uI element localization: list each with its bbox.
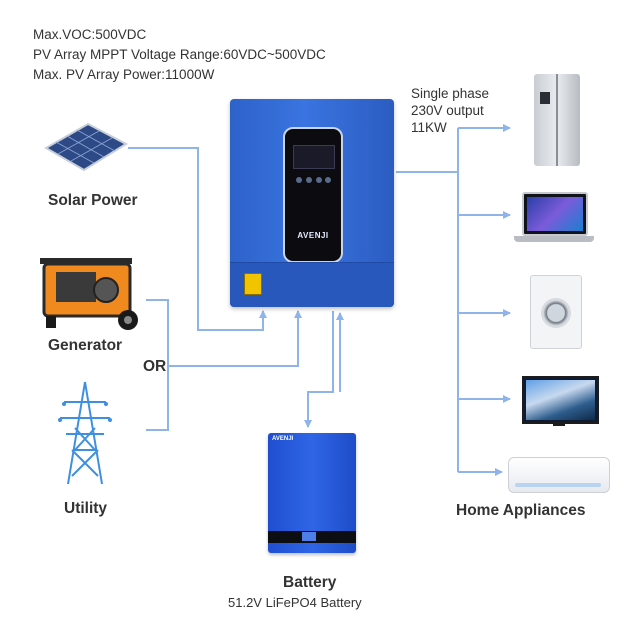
spec-max-voc: Max.VOC:500VDC — [33, 27, 147, 42]
output-phase: Single phase — [411, 86, 490, 101]
laptop-base — [514, 236, 594, 242]
utility-label: Utility — [64, 500, 108, 517]
generator-label: Generator — [48, 337, 123, 354]
pylon-icon — [58, 381, 112, 485]
inverter-screen — [293, 145, 335, 169]
battery-lcd — [302, 532, 316, 541]
battery-logo: AVENJI — [272, 436, 294, 442]
inverter-logo: AVENJI — [297, 231, 329, 240]
output-power: 11KW — [411, 120, 447, 135]
washer-icon — [530, 275, 582, 349]
warning-label-icon — [244, 273, 262, 295]
battery-display-band — [268, 531, 356, 543]
tv-stand — [553, 422, 565, 426]
solar-power-label: Solar Power — [48, 192, 138, 209]
battery-subtitle: 51.2V LiFePO4 Battery — [228, 595, 362, 610]
generator-icon — [40, 258, 138, 330]
inverter-display-panel: AVENJI — [283, 127, 343, 263]
spec-mppt-range: PV Array MPPT Voltage Range:60VDC~500VDC — [33, 47, 326, 62]
spec-max-pv-power: Max. PV Array Power:11000W — [33, 67, 215, 82]
solar-panel-icon — [43, 122, 129, 172]
inverter-buttons — [296, 177, 331, 183]
tv-icon — [522, 376, 599, 424]
inverter-base — [230, 262, 394, 307]
output-spec: Single phase 230V output 11KW — [411, 85, 489, 136]
laptop-icon — [522, 192, 588, 236]
battery-title: Battery — [283, 574, 337, 591]
battery-unit: AVENJI — [268, 433, 356, 553]
home-appliances-label: Home Appliances — [456, 502, 586, 519]
fridge-icon — [534, 74, 580, 166]
output-voltage: 230V output — [411, 103, 484, 118]
air-conditioner-icon — [508, 457, 610, 493]
inverter-unit: AVENJI — [230, 99, 394, 307]
or-label: OR — [143, 358, 167, 375]
